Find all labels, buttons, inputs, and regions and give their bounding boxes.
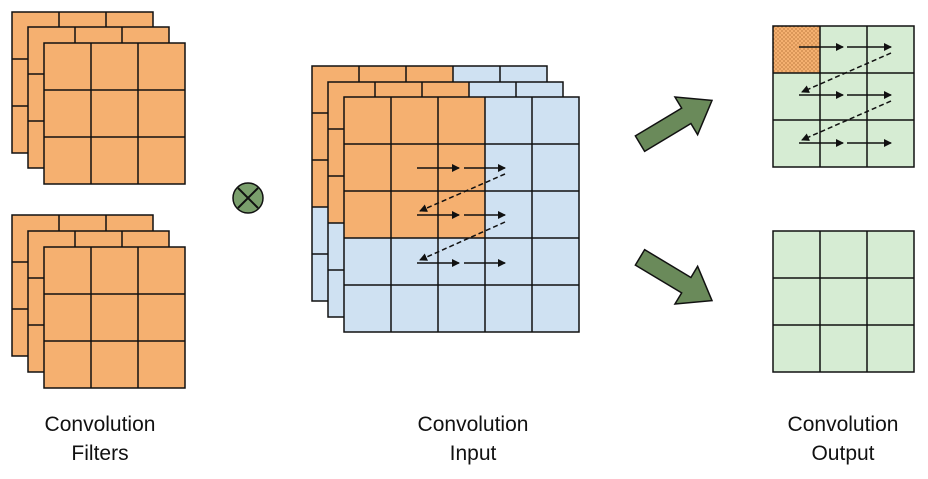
caption-filters-line1: Convolution: [44, 413, 156, 436]
output-map-1: [772, 25, 915, 168]
caption-filters-line2: Filters: [71, 442, 129, 465]
arrow-to-output-2: [634, 248, 714, 305]
input-volume: [311, 65, 580, 333]
output-map-2: [772, 230, 915, 373]
caption-input: Convolution Input: [373, 410, 573, 468]
caption-output-line1: Convolution: [787, 413, 899, 436]
output-stride-arrows: [799, 43, 892, 147]
filter-1-layer-1: [43, 42, 186, 185]
input-stride-arrows: [417, 164, 506, 267]
input-layer-1: [343, 96, 580, 333]
output-cell-dotted: [773, 26, 820, 73]
filter-stack-2: [11, 214, 186, 389]
filter-2-layer-1: [43, 246, 186, 389]
arrow-to-output-1: [634, 96, 714, 153]
caption-output: Convolution Output: [743, 410, 928, 468]
filter-stack-1: [11, 11, 186, 185]
caption-input-line1: Convolution: [417, 413, 529, 436]
circled-times-icon: [232, 182, 264, 214]
caption-input-line2: Input: [449, 442, 497, 465]
caption-filters: Convolution Filters: [0, 410, 200, 468]
caption-output-line2: Output: [811, 442, 875, 465]
